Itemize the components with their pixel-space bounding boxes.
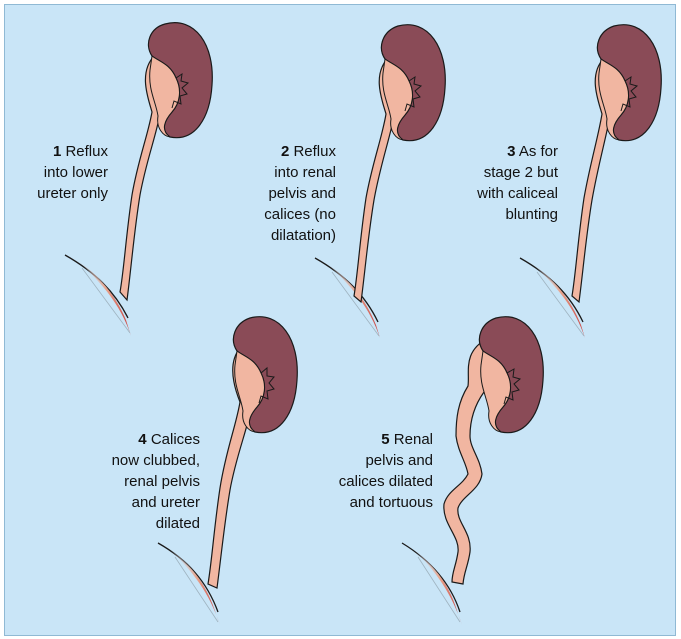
stage-5-number: 5 bbox=[381, 431, 389, 448]
stage-5-caption: 5 Renal pelvis and calices dilated and t… bbox=[310, 408, 433, 513]
stage-2-text: Reflux into renal pelvis and calices (no… bbox=[264, 143, 336, 244]
stage-4-number: 4 bbox=[138, 431, 146, 448]
stage-3-text: As for stage 2 but with caliceal bluntin… bbox=[477, 143, 558, 223]
stage-1-caption: 1 Reflux into lower ureter only bbox=[18, 120, 108, 204]
stage-2-caption: 2 Reflux into renal pelvis and calices (… bbox=[236, 120, 336, 246]
stage-3-number: 3 bbox=[507, 143, 515, 160]
stage-2-number: 2 bbox=[281, 143, 289, 160]
stage-4-text: Calices now clubbed, renal pelvis and ur… bbox=[112, 431, 200, 532]
stage-1-number: 1 bbox=[53, 143, 61, 160]
stage-1-text: Reflux into lower ureter only bbox=[37, 143, 108, 202]
stage-4-caption: 4 Calices now clubbed, renal pelvis and … bbox=[90, 408, 200, 534]
stage-3-caption: 3 As for stage 2 but with caliceal blunt… bbox=[455, 120, 558, 225]
